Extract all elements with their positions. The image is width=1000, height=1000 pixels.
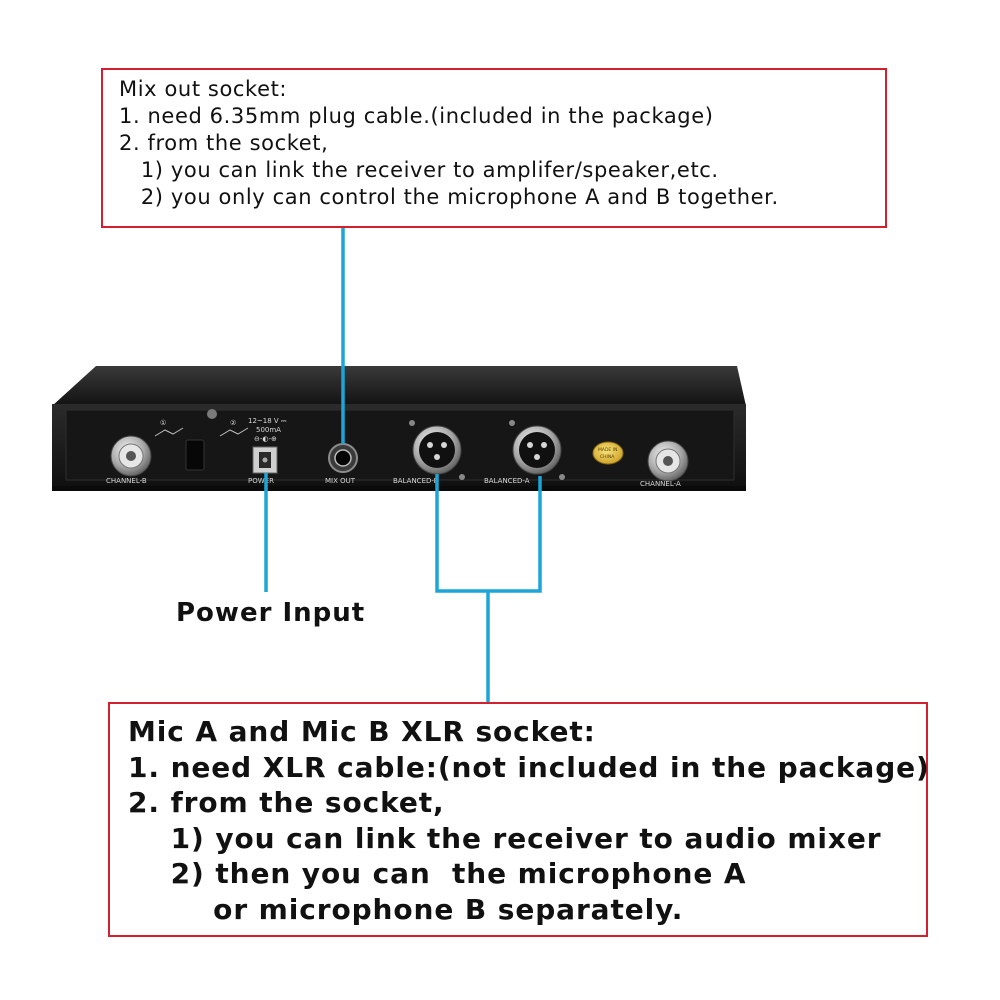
made-in-badge: MADE IN CHINA [592,441,624,465]
label-current: 500mA [256,426,281,434]
xlr-title: Mic A and Mic B XLR socket: [128,715,596,748]
label-mix-out: MIX OUT [325,477,356,485]
mix-out-line-3: 1) you can link the receiver to amplifer… [119,158,719,182]
label-voltage: 12~18 V ⎓ [248,417,287,425]
power-input-label: Power Input [176,598,366,628]
svg-text:⊖-◐-⊕: ⊖-◐-⊕ [254,435,277,443]
antenna-2-mark: ② [230,419,236,427]
xlr-line-5: or microphone B separately. [128,892,684,926]
mix-out-line-1: 1. need 6.35mm plug cable.(included in t… [119,104,714,128]
xlr-callout: Mic A and Mic B XLR socket: 1. need XLR … [108,702,930,937]
bnc-connector-icon [110,435,152,477]
mix-out-line-4: 2) you only can control the microphone A… [119,185,779,209]
svg-text:MADE IN: MADE IN [598,447,617,453]
xlr-connector-icon [409,420,465,480]
mix-out-title: Mix out socket: [119,77,288,101]
xlr-line-1: 1. need XLR cable:(not included in the p… [128,750,930,784]
leader-xlr-bracket [435,474,542,593]
xlr-line-3: 1) you can link the receiver to audio mi… [128,821,882,855]
antenna-1-mark: ① [160,419,166,427]
mix-out-line-2: 2. from the socket, [119,131,329,155]
svg-text:CHINA: CHINA [600,454,615,460]
device-top [52,366,746,406]
label-balanced-a: BALANCED-A [484,477,530,485]
xlr-line-2: 2. from the socket, [128,786,445,819]
bnc-connector-icon [647,440,689,482]
label-balanced-b: BALANCED-B [393,477,439,485]
xlr-line-4: 2) then you can the microphone A [128,857,747,890]
label-channel-b: CHANNEL-B [106,477,147,485]
jack-socket-icon [328,443,358,473]
power-switch [185,439,205,471]
label-channel-a: CHANNEL-A [640,480,681,488]
dc-socket-icon [252,446,278,474]
label-power: POWER [248,477,274,485]
mix-out-callout: Mix out socket: 1. need 6.35mm plug cabl… [101,68,887,228]
xlr-connector-icon [509,420,565,480]
leader-lines [264,228,542,702]
